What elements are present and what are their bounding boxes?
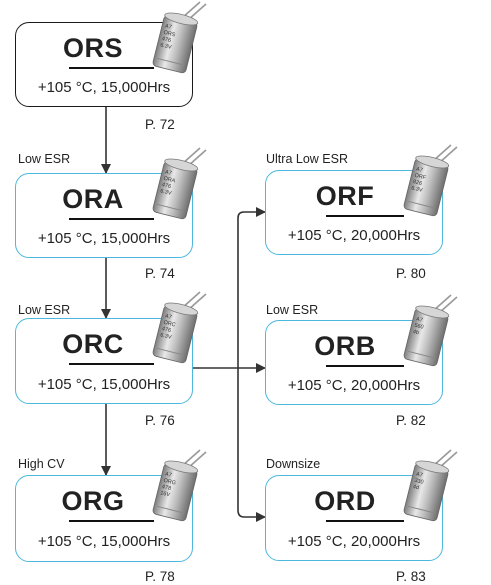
label-org: High CV — [18, 457, 65, 471]
svg-text:476: 476 — [161, 36, 171, 44]
svg-text:A7: A7 — [164, 169, 172, 176]
svg-text:478: 478 — [161, 484, 171, 492]
svg-text:16V: 16V — [160, 490, 171, 498]
svg-text:A7: A7 — [415, 166, 423, 173]
svg-text:A7: A7 — [164, 313, 172, 320]
svg-text:ORS: ORS — [163, 30, 176, 39]
svg-text:4d: 4d — [412, 484, 419, 491]
series-spec: +105 °C, 20,000Hrs — [287, 377, 421, 394]
series-box-orb[interactable]: ORB +105 °C, 20,000Hrs — [265, 320, 443, 405]
series-name: ORF — [315, 181, 375, 211]
series-name: ORD — [314, 486, 376, 516]
series-spec: +105 °C, 15,000Hrs — [37, 533, 171, 550]
name-underline — [69, 67, 154, 69]
svg-text:560: 560 — [414, 323, 424, 331]
page-ref-ors[interactable]: P. 72 — [145, 117, 175, 132]
series-name: ORA — [62, 184, 124, 214]
label-ora: Low ESR — [18, 152, 71, 166]
svg-text:476: 476 — [161, 326, 171, 334]
page-ref-orc[interactable]: P. 76 — [145, 413, 175, 428]
series-box-orf[interactable]: ORF +105 °C, 20,000Hrs — [265, 170, 443, 255]
name-underline — [69, 218, 154, 220]
series-spec: +105 °C, 20,000Hrs — [287, 533, 421, 550]
svg-text:A7: A7 — [164, 471, 172, 478]
svg-text:A7: A7 — [415, 471, 423, 478]
series-name: ORC — [62, 329, 124, 359]
svg-text:ORG: ORG — [163, 478, 177, 487]
name-underline — [69, 520, 154, 522]
svg-text:6.3V: 6.3V — [160, 332, 173, 341]
page-ref-orf[interactable]: P. 80 — [396, 266, 426, 281]
label-orc: Low ESR — [18, 303, 71, 317]
series-box-ord[interactable]: ORD +105 °C, 20,000Hrs — [265, 475, 443, 561]
svg-text:6.3V: 6.3V — [160, 188, 173, 197]
name-underline — [326, 365, 404, 367]
label-ord: Downsize — [266, 457, 321, 471]
page-ref-ora[interactable]: P. 74 — [145, 266, 175, 281]
page-ref-orb[interactable]: P. 82 — [396, 413, 426, 428]
page-ref-ord[interactable]: P. 83 — [396, 569, 426, 584]
label-orf: Ultra Low ESR — [266, 152, 348, 166]
svg-text:ORA: ORA — [163, 176, 176, 185]
series-name: ORS — [62, 33, 123, 63]
svg-text:6.3V: 6.3V — [160, 42, 173, 51]
name-underline — [326, 520, 404, 522]
branch-trunk — [237, 211, 245, 518]
svg-text:476: 476 — [161, 182, 171, 190]
svg-text:826: 826 — [412, 179, 422, 187]
page-ref-org[interactable]: P. 78 — [145, 569, 175, 584]
series-spec: +105 °C, 15,000Hrs — [37, 79, 171, 96]
svg-text:ORF: ORF — [414, 173, 427, 182]
label-orb: Low ESR — [266, 303, 319, 317]
svg-text:ORC: ORC — [163, 320, 176, 329]
series-name: ORB — [314, 331, 376, 361]
svg-text:330: 330 — [414, 478, 424, 486]
series-spec: +105 °C, 20,000Hrs — [287, 227, 421, 244]
svg-text:A7: A7 — [415, 316, 423, 323]
series-name: ORG — [61, 486, 125, 516]
svg-text:A7: A7 — [164, 23, 172, 30]
svg-text:6.3V: 6.3V — [411, 185, 424, 194]
series-spec: +105 °C, 15,000Hrs — [37, 376, 171, 393]
name-underline — [69, 363, 154, 365]
svg-text:4b: 4b — [412, 329, 419, 336]
name-underline — [326, 215, 404, 217]
series-spec: +105 °C, 15,000Hrs — [37, 230, 171, 247]
